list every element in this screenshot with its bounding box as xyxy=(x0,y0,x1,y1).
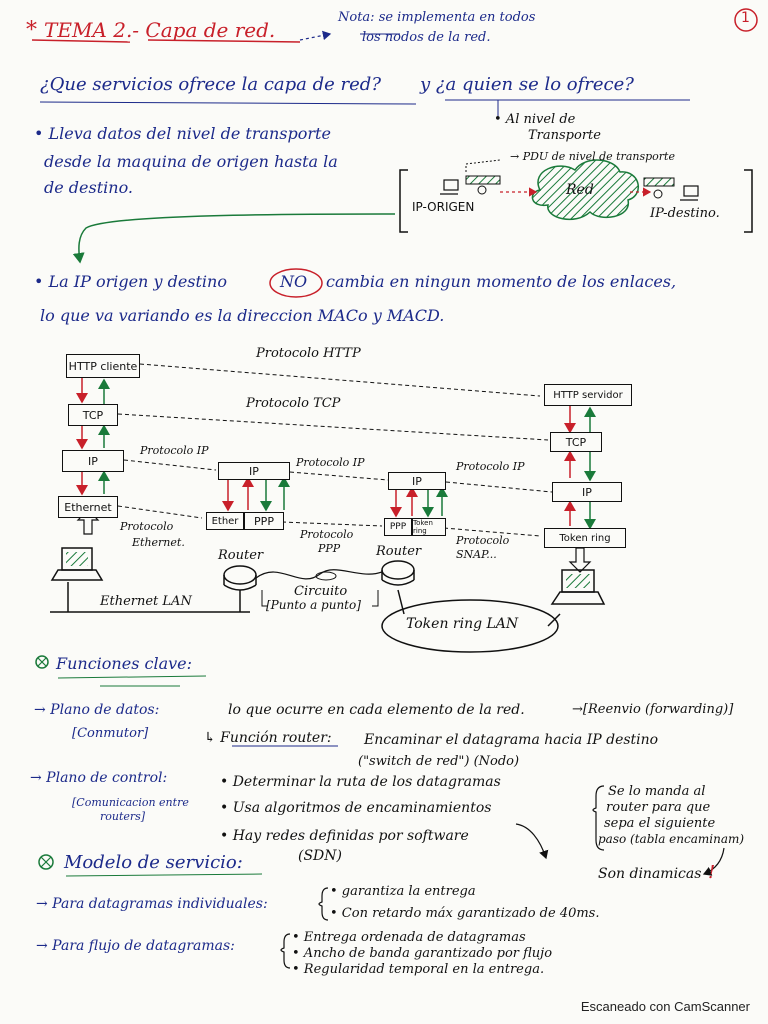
token-ring-lan-label: Token ring LAN xyxy=(406,616,519,632)
scanner-watermark: Escaneado con CamScanner xyxy=(580,999,750,1014)
proto-ppp-label-2: PPP xyxy=(318,542,341,555)
flujo-item-2: • Ancho de banda garantizado por flujo xyxy=(292,946,553,961)
stack-tcp-left: TCP xyxy=(68,404,118,426)
proto-http-label: Protocolo HTTP xyxy=(256,346,361,361)
intro-line2: desde la maquina de origen hasta la xyxy=(44,152,338,171)
answer-line1: • Al nivel de xyxy=(494,112,576,127)
router2-ip: IP xyxy=(388,472,446,490)
pdu-label: → PDU de nivel de transporte xyxy=(510,150,675,163)
flujo-item-1: • Entrega ordenada de datagramas xyxy=(292,930,526,945)
question-services: ¿Que servicios ofrece la capa de red? xyxy=(40,74,381,95)
side-note-3: sepa el siguiente xyxy=(604,816,716,831)
stack-ip-right: IP xyxy=(552,482,622,502)
side-note-1: Se lo manda al xyxy=(608,784,706,799)
funcion-router-desc: Encaminar el datagrama hacia IP destino xyxy=(364,732,659,748)
stack-http-server: HTTP servidor xyxy=(544,384,632,406)
router1-ip: IP xyxy=(218,462,290,480)
switch-note: ("switch de red") (Nodo) xyxy=(358,754,520,769)
header-note-line1: Nota: se implementa en todos xyxy=(338,10,536,25)
ip-note-no: NO xyxy=(280,272,308,291)
stack-ethernet: Ethernet xyxy=(58,496,118,518)
proto-snap-label-1: Protocolo xyxy=(456,534,510,547)
router2-ppp: PPP xyxy=(384,518,412,536)
answer-line2: Transporte xyxy=(528,128,601,143)
funciones-heading: Funciones clave: xyxy=(56,654,193,673)
modelo-heading: Modelo de servicio: xyxy=(64,852,243,873)
reenvio-label: →[Reenvio (forwarding)] xyxy=(572,702,734,717)
modelo-individual-label: → Para datagramas individuales: xyxy=(36,896,268,912)
router1-ppp: PPP xyxy=(244,512,284,530)
page-title: * TEMA 2.- Capa de red. xyxy=(26,18,276,43)
control-item-3: • Hay redes definidas por software xyxy=(220,828,469,844)
intro-line1: • Lleva datos del nivel de transporte xyxy=(34,124,331,143)
proto-ethernet-label-2: Ethernet. xyxy=(132,536,185,549)
ethernet-lan-label: Ethernet LAN xyxy=(100,594,192,609)
proto-snap-label-2: SNAP... xyxy=(456,548,497,561)
plano-datos-desc: lo que ocurre en cada elemento de la red… xyxy=(228,702,525,718)
ip-destination-label: IP-destino. xyxy=(650,206,720,221)
comunicacion-line2: routers] xyxy=(100,810,146,823)
side-note-4: paso (tabla encaminam) xyxy=(598,832,745,846)
stack-tcp-right: TCP xyxy=(550,432,602,452)
ip-note-line2: lo que va variando es la direccion MACo … xyxy=(40,306,445,325)
router-label-1: Router xyxy=(218,548,264,563)
individual-item-2: • Con retardo máx garantizado de 40ms. xyxy=(330,906,600,921)
control-item-1: • Determinar la ruta de los datagramas xyxy=(220,774,501,790)
individual-item-1: • garantiza la entrega xyxy=(330,884,476,899)
flujo-item-3: • Regularidad temporal en la entrega. xyxy=(292,962,545,977)
question-who: y ¿a quien se lo ofrece? xyxy=(420,74,634,95)
circuit-label-1: Circuito xyxy=(294,584,348,599)
circuit-label-2: [Punto a punto] xyxy=(266,598,361,612)
stack-http-client: HTTP cliente xyxy=(66,354,140,378)
ip-note-line1-b: cambia en ningun momento de los enlaces, xyxy=(326,272,677,291)
cloud-label: Red xyxy=(566,182,594,198)
intro-line3: de destino. xyxy=(44,178,134,197)
header-note-line2: los nodos de la red. xyxy=(362,30,491,45)
stack-token-right: Token ring xyxy=(544,528,626,548)
side-note-2: router para que xyxy=(606,800,711,815)
plano-datos-label: → Plano de datos: xyxy=(34,702,160,718)
router2-token: Token ring xyxy=(412,518,446,536)
control-item-2: • Usa algoritmos de encaminamientos xyxy=(220,800,492,816)
router-label-2: Router xyxy=(376,544,422,559)
plano-control-label: → Plano de control: xyxy=(30,770,168,786)
son-dinamicas: Son dinamicas xyxy=(598,866,702,882)
proto-ip-label-1: Protocolo IP xyxy=(140,444,209,457)
comunicacion-line1: [Comunicacion entre xyxy=(72,796,189,809)
modelo-flujo-label: → Para flujo de datagramas: xyxy=(36,938,235,954)
ip-note-line1-a: • La IP origen y destino xyxy=(34,272,227,291)
stack-ip-left: IP xyxy=(62,450,124,472)
proto-ppp-label-1: Protocolo xyxy=(300,528,354,541)
proto-ip-label-3: Protocolo IP xyxy=(456,460,525,473)
conmutor-label: [Conmutor] xyxy=(72,726,149,741)
proto-ethernet-label-1: Protocolo xyxy=(120,520,174,533)
proto-tcp-label: Protocolo TCP xyxy=(246,396,341,411)
page-number: 1 xyxy=(741,10,750,26)
exclaim-mark: ! xyxy=(708,862,716,883)
proto-ip-label-2: Protocolo IP xyxy=(296,456,365,469)
ip-origin-label: IP-ORIGEN xyxy=(412,200,475,214)
sdn-label: (SDN) xyxy=(298,848,342,864)
router1-ether: Ether xyxy=(206,512,244,530)
funcion-router-label: ↳ Función router: xyxy=(204,730,332,746)
